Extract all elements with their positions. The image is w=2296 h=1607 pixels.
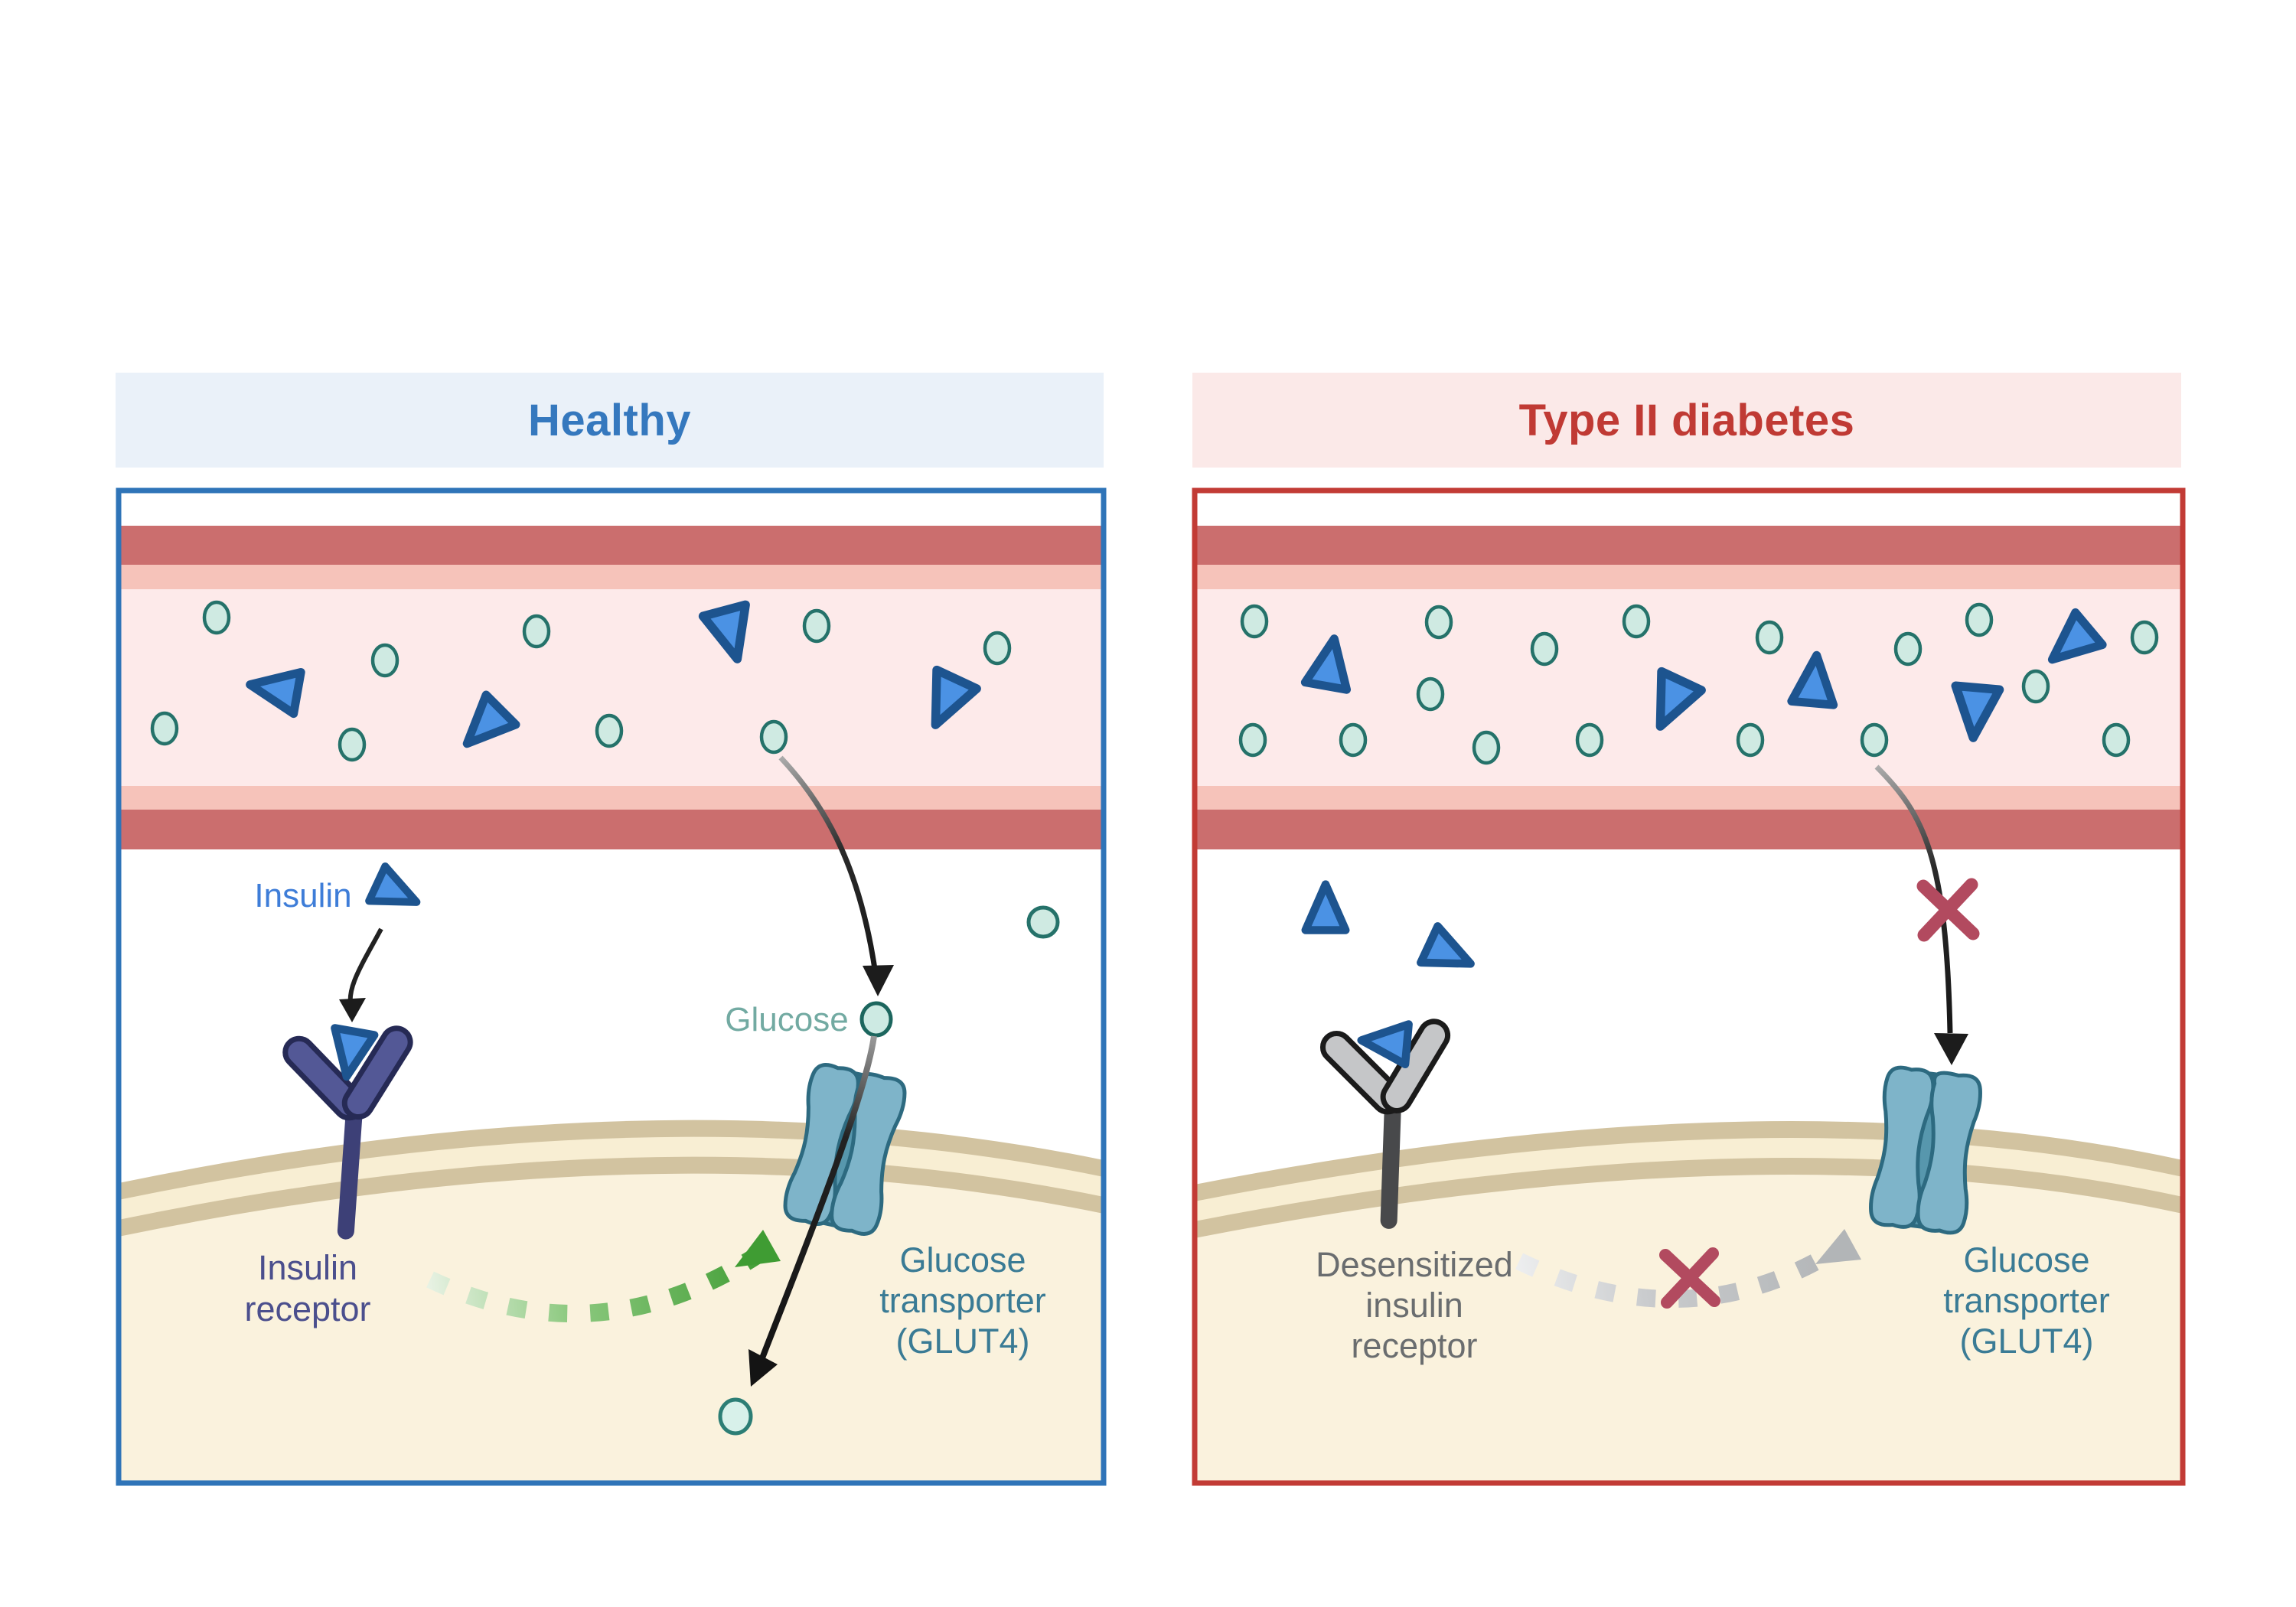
insulin-receptor-label: Insulin receptor	[244, 1248, 371, 1328]
glut4-transporter	[1868, 1066, 1982, 1234]
insulin-molecule	[1306, 885, 1346, 931]
glucose-label: Glucose	[725, 1001, 849, 1038]
glucose-molecule	[1893, 631, 1923, 667]
glucose-molecule	[2130, 620, 2159, 655]
glucose-molecule	[2102, 722, 2131, 758]
diabetes-header: Type II diabetes	[1192, 373, 2181, 468]
down-arrow-icon	[339, 998, 366, 1022]
glucose-labelled-molecule	[859, 1001, 893, 1038]
healthy-header-title: Healthy	[527, 395, 691, 445]
glucose-molecule	[595, 713, 624, 748]
glucose-molecule	[2021, 669, 2050, 704]
glucose-molecule	[338, 727, 367, 762]
glucose-molecule	[1472, 730, 1501, 765]
insulin-receptor	[282, 1025, 413, 1240]
cell-membrane-right	[1197, 1121, 2180, 1481]
diabetes-panel	[1197, 526, 2180, 1481]
diabetes-panel-border	[1192, 487, 2186, 1486]
glucose-molecule	[1240, 604, 1269, 639]
glucose-molecule	[1965, 602, 1994, 637]
glucose-molecule	[1736, 722, 1765, 758]
blocked-x-icon	[1916, 878, 1980, 942]
glucose-molecule	[1026, 905, 1060, 939]
insulin-molecule	[1420, 926, 1479, 982]
glucose-molecule	[983, 631, 1012, 666]
glucose-molecule	[1424, 605, 1453, 640]
glucose-molecule	[1530, 631, 1559, 667]
glucose-transporter-label-right: Glucose transporter (GLUT4)	[1943, 1240, 2110, 1361]
blood-vessel-right	[1197, 526, 2180, 849]
glucose-molecule	[1860, 722, 1889, 758]
desensitized-insulin-receptor	[1319, 1019, 1451, 1229]
glucose-entry-arrow-left	[756, 1035, 877, 1367]
glucose-exit-arrow-right	[1874, 764, 1953, 1034]
glucose-molecule	[1575, 722, 1604, 758]
glucose-molecule	[1238, 722, 1267, 758]
healthy-panel-border	[116, 487, 1107, 1486]
glucose-molecule	[759, 719, 788, 755]
glucose-transporter-label-left: Glucose transporter (GLUT4)	[879, 1240, 1046, 1361]
down-arrow-icon	[863, 965, 894, 996]
glucose-molecule	[1339, 722, 1368, 758]
glucose-molecule	[802, 608, 831, 644]
glucose-molecules-right	[1238, 602, 2159, 765]
diabetes-header-title: Type II diabetes	[1518, 395, 1855, 445]
glucose-molecule	[202, 600, 231, 635]
glucose-in-cell-molecule	[718, 1397, 753, 1436]
glucose-molecule	[1755, 620, 1784, 655]
blocked-x-icon	[1659, 1247, 1720, 1309]
glucose-molecule	[522, 614, 551, 649]
dashed-signal-arrow-icon	[426, 1230, 781, 1322]
glucose-molecules-left	[150, 600, 1012, 762]
desensitized-receptor-label: Desensitized insulin receptor	[1316, 1245, 1513, 1365]
down-arrow-icon	[1934, 1033, 1968, 1065]
dashed-signal-arrow-icon	[1515, 1229, 1861, 1309]
insulin-to-receptor-arrow	[347, 927, 383, 1009]
glucose-exit-arrow-left	[778, 755, 879, 980]
insulin-molecule	[369, 866, 425, 919]
healthy-header: Healthy	[116, 373, 1104, 468]
glucose-molecule	[370, 643, 400, 678]
glucose-molecule	[1416, 676, 1445, 712]
glucose-molecule	[150, 711, 179, 746]
healthy-panel	[121, 526, 1101, 1481]
glucose-molecule	[1622, 604, 1651, 639]
insulin-label: Insulin	[254, 877, 352, 914]
down-arrow-icon	[748, 1349, 778, 1387]
